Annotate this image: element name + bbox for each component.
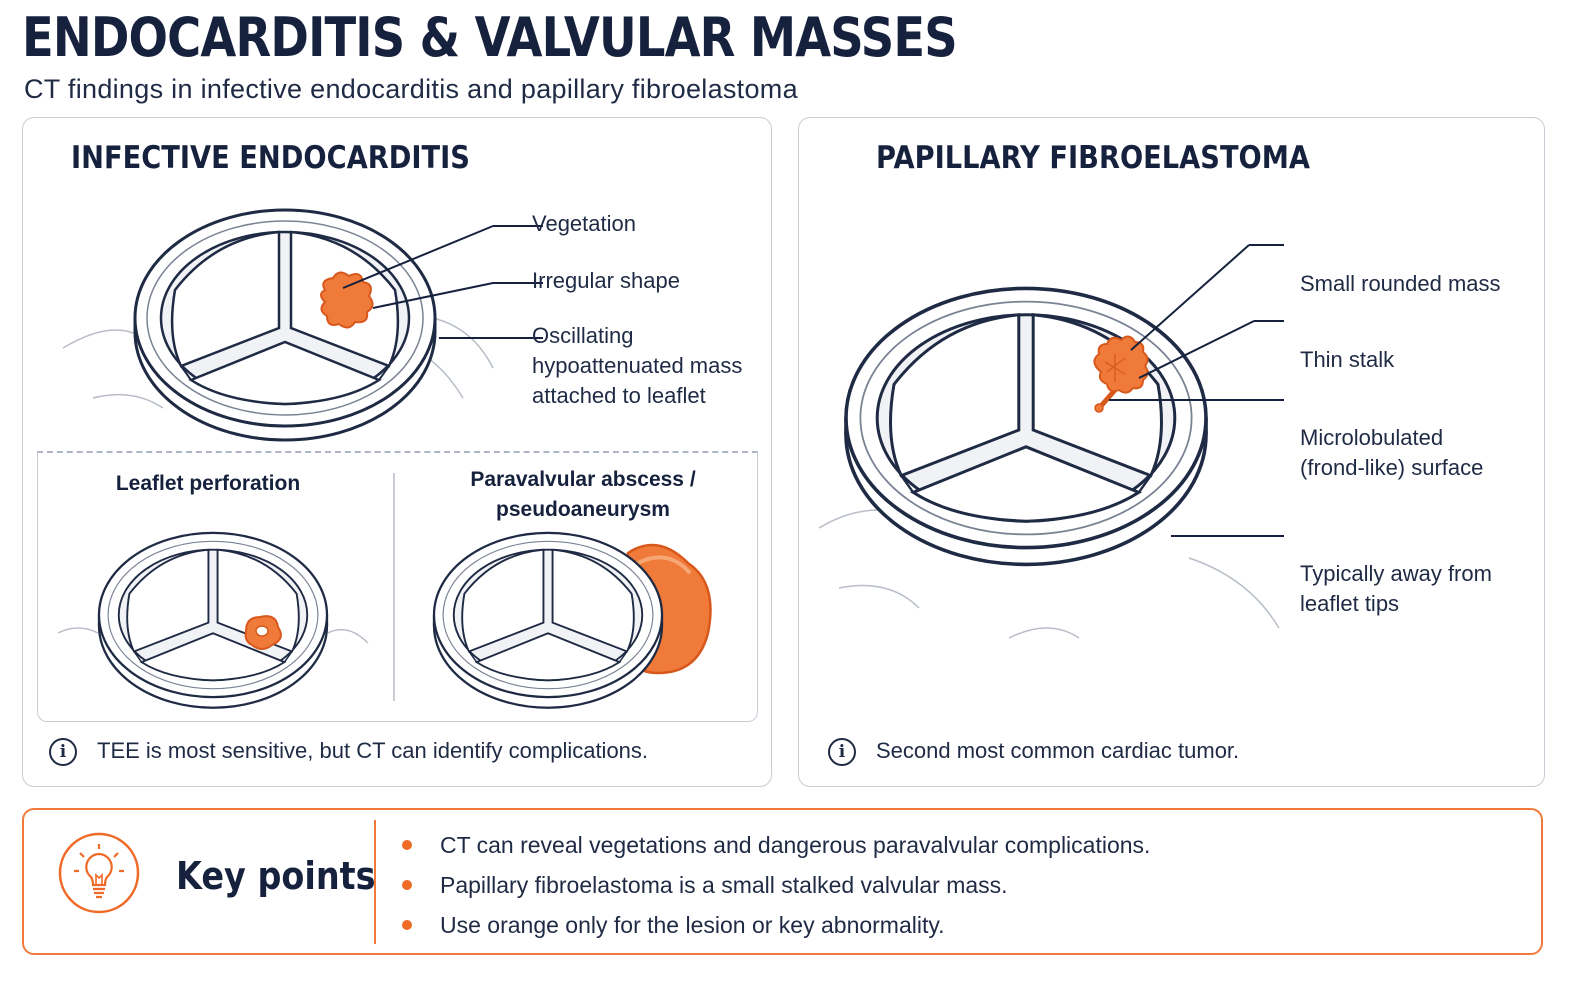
- complications-subpanel: Leaflet perforation Paravalvular abscess…: [37, 451, 758, 722]
- label-oscillating-1: Oscillating: [532, 323, 634, 348]
- key-points-panel: Key points CT can reveal vegetations and…: [22, 808, 1543, 955]
- label-microlobulated-2: (frond-like) surface: [1300, 455, 1484, 480]
- label-irregular-shape: Irregular shape: [532, 268, 680, 293]
- perforation-illustration: [57, 531, 369, 709]
- page-title: ENDOCARDITIS & VALVULAR MASSES: [22, 6, 958, 69]
- lightbulb-icon: [58, 832, 140, 914]
- ie-heading: INFECTIVE ENDOCARDITIS: [71, 140, 470, 176]
- label-away-from-tips-2: leaflet tips: [1300, 591, 1400, 616]
- abscess-title-2: pseudoaneurysm: [496, 498, 670, 521]
- papillary-fibroelastoma-panel: PAPILLARY FIBROELASTOMA Small rounded ma…: [798, 117, 1545, 787]
- key-point-item: Use orange only for the lesion or key ab…: [402, 908, 1150, 948]
- label-oscillating-2: hypoattenuated mass: [532, 353, 743, 378]
- label-small-rounded-mass: Small rounded mass: [1300, 271, 1501, 296]
- info-icon: i: [828, 738, 856, 766]
- label-microlobulated-1: Microlobulated: [1300, 425, 1444, 450]
- ie-note: TEE is most sensitive, but CT can identi…: [97, 738, 649, 763]
- label-vegetation: Vegetation: [532, 211, 636, 236]
- key-points-list: CT can reveal vegetations and dangerous …: [402, 828, 1150, 948]
- pf-note: Second most common cardiac tumor.: [876, 738, 1240, 763]
- subpanel-divider: [393, 473, 395, 701]
- label-oscillating-3: attached to leaflet: [532, 383, 706, 408]
- abscess-illustration: [432, 531, 712, 709]
- abscess-title-1: Paravalvular abscess /: [470, 468, 696, 491]
- pf-valve-illustration: [818, 244, 1284, 639]
- page-subtitle: CT findings in infective endocarditis an…: [24, 74, 798, 104]
- label-thin-stalk: Thin stalk: [1300, 347, 1395, 372]
- key-points-divider: [374, 820, 376, 944]
- key-point-item: CT can reveal vegetations and dangerous …: [402, 828, 1150, 868]
- ie-valve-illustration: [62, 208, 543, 442]
- info-icon: i: [49, 738, 77, 766]
- infective-endocarditis-panel: INFECTIVE ENDOCARDITIS Vegetation Irregu…: [22, 117, 772, 787]
- key-points-title: Key points: [176, 854, 376, 898]
- pf-heading: PAPILLARY FIBROELASTOMA: [876, 140, 1311, 176]
- label-away-from-tips-1: Typically away from: [1300, 561, 1492, 586]
- key-point-item: Papillary fibroelastoma is a small stalk…: [402, 868, 1150, 908]
- perforation-title: Leaflet perforation: [115, 472, 301, 495]
